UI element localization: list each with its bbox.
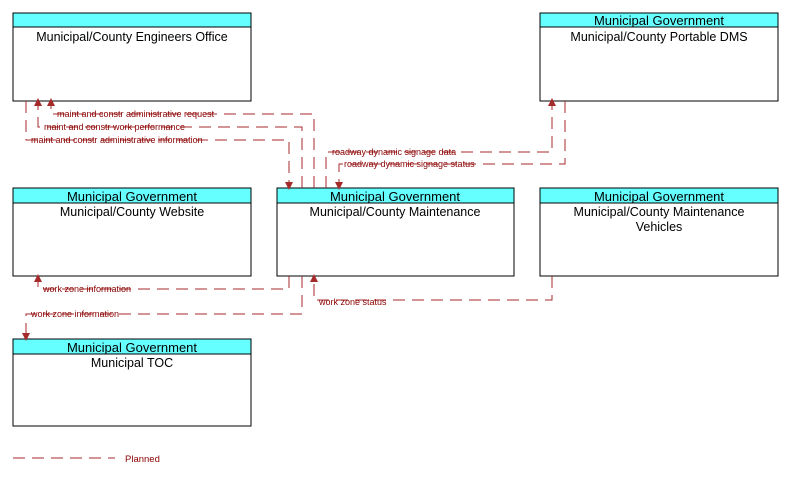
node-name: Municipal/County Maintenance <box>310 205 481 219</box>
flow-wz-info-website: work zone information <box>34 274 290 294</box>
node-name: Municipal TOC <box>91 356 173 370</box>
node-maintenance[interactable]: Municipal Government Municipal/County Ma… <box>276 187 515 277</box>
flow-label: work zone information <box>42 284 131 294</box>
node-header: Municipal Government <box>594 189 724 204</box>
flow-work-performance: maint and constr work performance <box>34 98 303 188</box>
flow-label: maint and constr work performance <box>44 122 185 132</box>
node-header: Municipal Government <box>67 340 197 355</box>
flow-label: roadway dynamic signage status <box>344 159 475 169</box>
legend-planned-label: Planned <box>125 454 160 465</box>
flow-signage-data: roadway dynamic signage data <box>325 98 556 188</box>
node-header: Municipal Government <box>594 13 724 28</box>
flow-label: maint and constr administrative request <box>57 109 215 119</box>
flow-label: work zone information <box>30 309 119 319</box>
flow-admin-request: maint and constr administrative request <box>47 98 315 188</box>
node-name-line-1: Municipal/County Maintenance <box>574 205 745 219</box>
node-header: Municipal Government <box>330 189 460 204</box>
flow-label: work zone status <box>318 297 387 307</box>
node-header: Municipal Government <box>67 189 197 204</box>
node-name: Municipal/County Website <box>60 205 204 219</box>
node-name: Municipal/County Engineers Office <box>36 30 228 44</box>
legend: Planned <box>13 454 160 465</box>
flow-wz-info-toc: work zone information <box>22 276 303 341</box>
flow-admin-information: maint and constr administrative informat… <box>25 101 293 190</box>
flow-label: roadway dynamic signage data <box>332 147 456 157</box>
flow-wz-status: work zone status <box>310 274 553 307</box>
node-portable-dms[interactable]: Municipal Government Municipal/County Po… <box>539 12 779 102</box>
flow-signage-status: roadway dynamic signage status <box>335 101 566 190</box>
node-name-line-2: Vehicles <box>636 220 683 234</box>
node-name: Municipal/County Portable DMS <box>570 30 747 44</box>
node-municipal-toc[interactable]: Municipal Government Municipal TOC <box>12 338 252 427</box>
node-website[interactable]: Municipal Government Municipal/County We… <box>12 187 252 277</box>
node-maintenance-vehicles[interactable]: Municipal Government Municipal/County Ma… <box>539 187 779 277</box>
node-engineers-office[interactable]: Municipal/County Engineers Office <box>12 12 252 102</box>
flow-label: maint and constr administrative informat… <box>31 135 203 145</box>
